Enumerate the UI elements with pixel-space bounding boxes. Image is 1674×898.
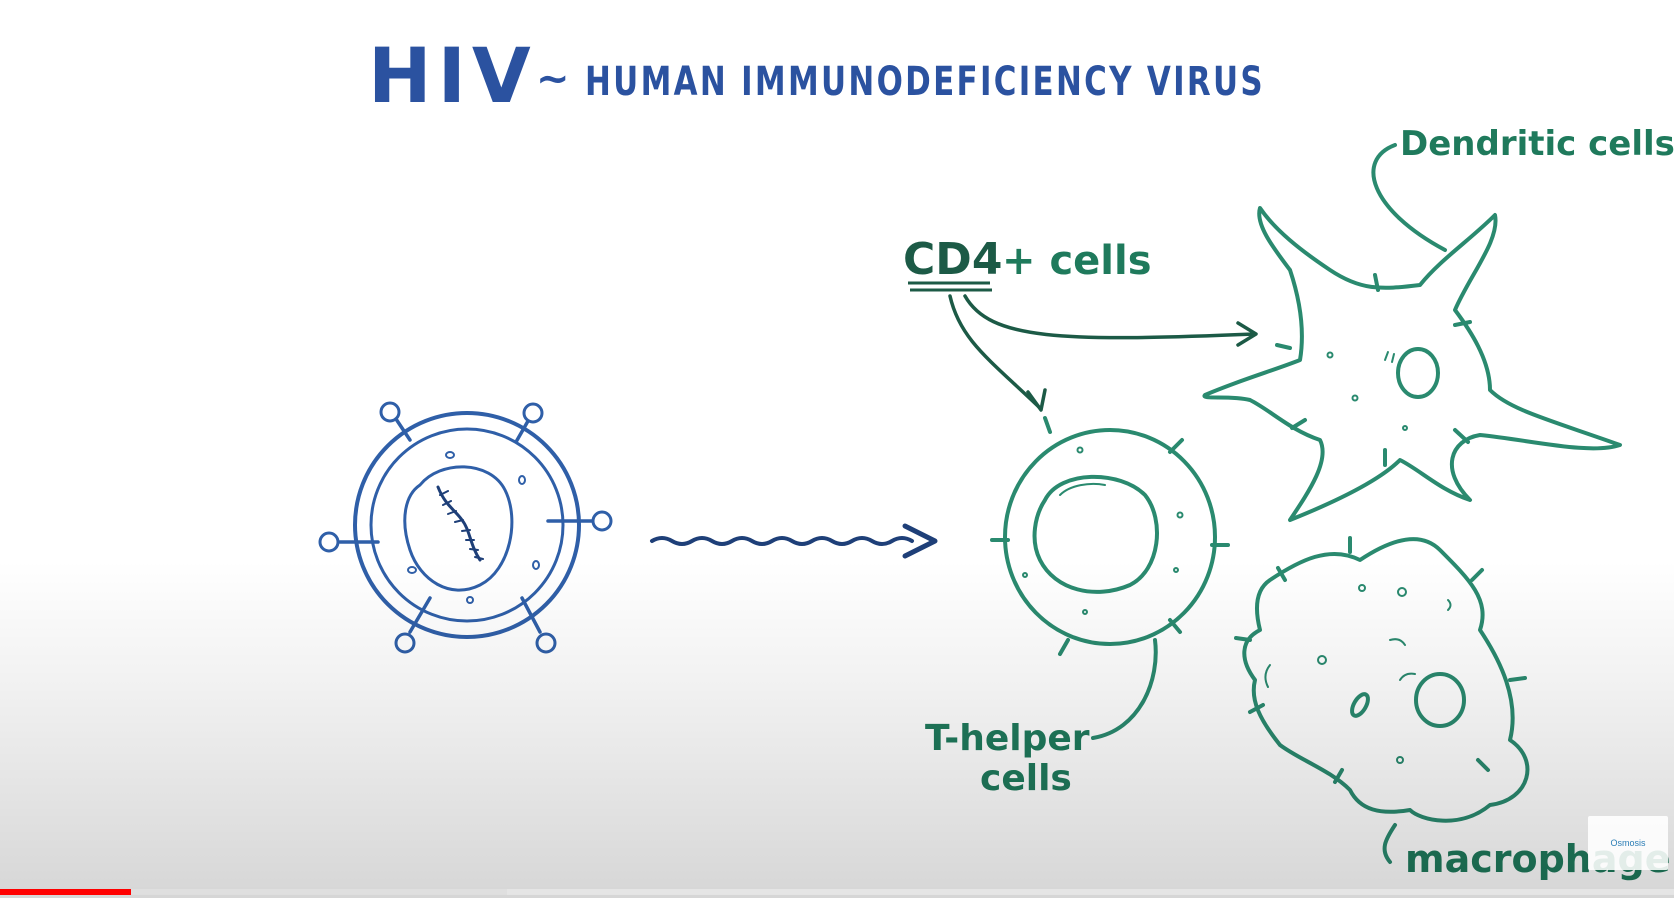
osmosis-watermark[interactable]: Osmosis [1588,816,1668,870]
cd4-label: CD4 [903,234,1002,285]
title-hiv: HIV [368,31,537,120]
title-full-name: HUMAN IMMUNODEFICIENCY VIRUS [585,59,1265,105]
thelper-label-line2: cells [980,758,1072,799]
progress-played [0,889,131,895]
macrophage-drawing [1234,536,1530,864]
cd4-cells-label: + cells [1002,238,1152,284]
hiv-virus-drawing [318,401,613,654]
title-tilde: ~ [536,56,570,102]
progress-bar[interactable] [0,889,1674,895]
dendritic-cell-drawing [1202,143,1622,522]
cd4-arrows [948,294,1258,412]
dendritic-label: Dendritic cells [1400,124,1674,164]
osmosis-watermark-text: Osmosis [1610,838,1646,848]
thelper-label-line1: T-helper [925,718,1090,759]
t-helper-cell-drawing [990,416,1230,740]
wavy-arrow [650,523,938,559]
progress-buffered [0,889,508,895]
